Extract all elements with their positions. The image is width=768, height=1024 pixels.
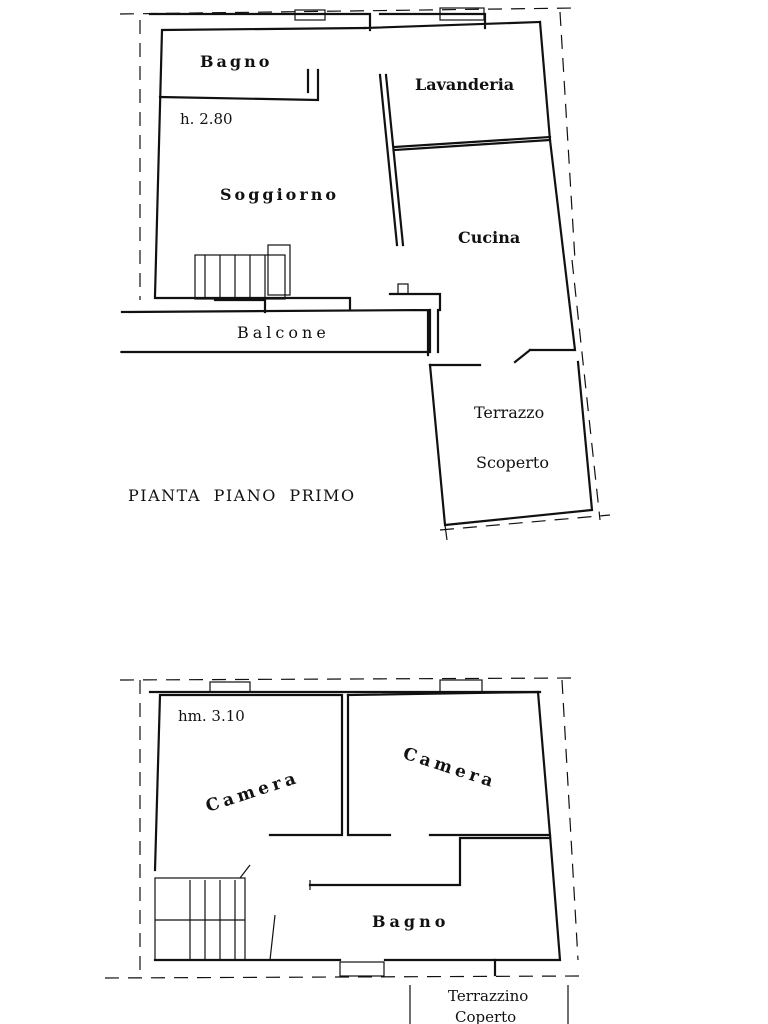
- plan2-stairs: [154, 864, 276, 961]
- plan1-flue: [397, 283, 409, 295]
- plan1-bagno-partition: [158, 68, 320, 102]
- plan2-height-note: hm. 3.10: [178, 707, 245, 725]
- plan2-right-wall: [493, 833, 562, 977]
- plan1-top-wall: [148, 12, 542, 32]
- plan-primo: Bagno Lavanderia h. 2.80 Soggiorno Cucin…: [119, 7, 611, 541]
- plan2-terrazzino-walls: [409, 985, 569, 1024]
- plan1-height-note: h. 2.80: [180, 110, 233, 128]
- plan1-outer-boundary: [119, 7, 611, 531]
- plan1-soggiorno-bottom-wall: [153, 292, 442, 314]
- plan2-terrazzino-label: Terrazzino: [448, 987, 528, 1005]
- plan2-window-bottom: [339, 961, 385, 977]
- plan2-camera-right-walls: [308, 690, 552, 887]
- plan2-camera-left-label: Camera: [203, 768, 302, 817]
- plan1-scoperto-label: Scoperto: [476, 453, 549, 472]
- plan1-lavanderia-label: Lavanderia: [415, 75, 514, 94]
- plan1-terrazzo-tick: [444, 524, 448, 541]
- plan2-window-right: [439, 679, 483, 693]
- plan1-stairs: [194, 244, 291, 300]
- plan-secondo: hm. 3.10 Camera Camera Bagno Terrazzino …: [104, 677, 581, 1024]
- plan2-camera-left-walls: [153, 693, 392, 872]
- plan2-window-left: [209, 681, 251, 693]
- plan1-cucina-label: Cucina: [458, 228, 520, 247]
- plan1-diagonal-partition: [378, 73, 405, 247]
- plan1-soggiorno-label: Soggiorno: [220, 185, 339, 204]
- plan2-coperto-label: Coperto: [455, 1008, 516, 1024]
- plan1-top-window: [439, 7, 485, 21]
- plan1-bagno-label: Bagno: [200, 52, 272, 71]
- plan1-title: PIANTA PIANO PRIMO: [128, 486, 356, 505]
- plan1-left-wall: [153, 26, 367, 298]
- plan2-outer-boundary: [104, 677, 581, 979]
- plan1-balcone: [120, 308, 440, 357]
- plan2-bagno-label: Bagno: [372, 912, 449, 931]
- plan1-balcone-label: Balcone: [237, 323, 330, 342]
- plan1-terrazzo: [428, 360, 594, 527]
- plan1-top-window-2: [294, 9, 326, 21]
- plan1-right-wall: [428, 20, 577, 367]
- plan2-camera-right-label: Camera: [400, 744, 499, 793]
- plan1-lavanderia-partition: [393, 135, 552, 152]
- plan1-terrazzo-label: Terrazzo: [474, 403, 544, 422]
